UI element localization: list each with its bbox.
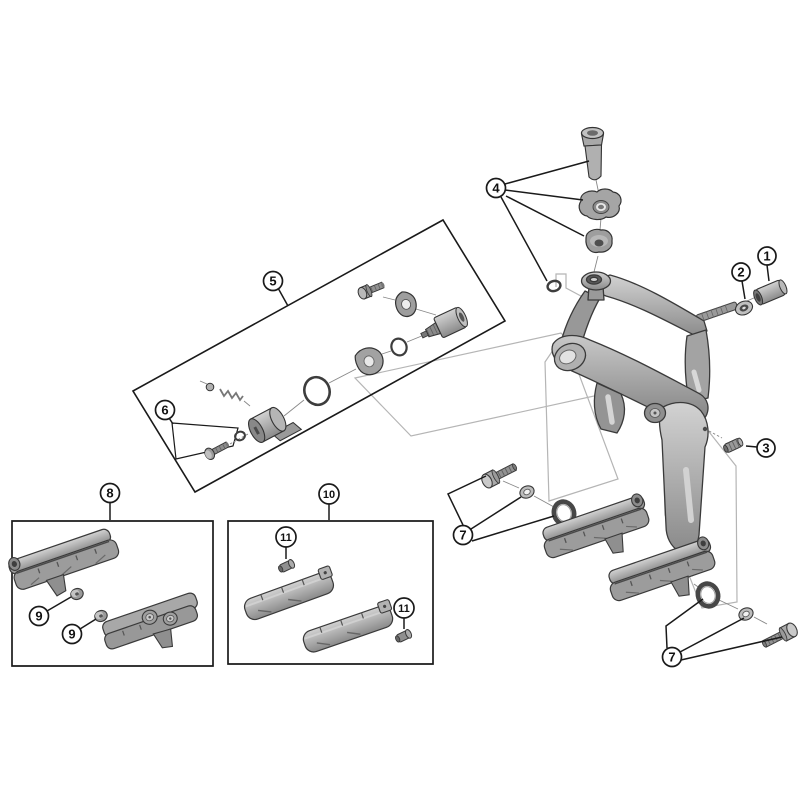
callout-circle: [731, 262, 751, 282]
callout-leader-line: [446, 475, 487, 526]
callout-circle: [275, 526, 297, 548]
brake-caliper-body: [551, 271, 711, 577]
callout-leader-line: [679, 617, 745, 653]
callout-9a: 9: [28, 596, 72, 627]
recessed-nut: [580, 126, 605, 181]
callout-leader-line: [500, 196, 548, 282]
callout-circle: [262, 270, 284, 292]
callout-circle: [757, 246, 777, 266]
callout-circle: [28, 605, 50, 627]
mount-plate: [394, 291, 417, 318]
callout-11b: 11: [393, 597, 415, 629]
group8-contents: [5, 523, 199, 650]
caliper-front-arm: [551, 334, 709, 427]
bolt-6: [204, 441, 230, 461]
barrel-housing: [420, 306, 468, 339]
part4-centerbolt-stack: [546, 126, 622, 293]
caliper-left-pad-slot: [605, 394, 615, 425]
callout-leader-line: [470, 496, 522, 530]
caliper-slot-upper: [691, 369, 702, 393]
callout-circle: [756, 438, 776, 458]
callout-4: 4: [485, 160, 590, 282]
o-ring-mid: [390, 337, 408, 357]
callout-leader-line: [79, 618, 97, 630]
callout-circle: [318, 483, 340, 505]
tri-washer: [354, 347, 384, 376]
caliper-screw-hole: [702, 426, 708, 432]
pad-set-8-lower: [102, 592, 199, 650]
callout-1: 1: [757, 246, 777, 282]
callout-number: 4: [492, 181, 500, 196]
callout-leader-line: [504, 160, 590, 185]
adjust-nut-round: [585, 228, 613, 254]
callout-leader-line: [505, 195, 585, 237]
group8-box: [11, 520, 214, 667]
caliper-right-pad-slot: [683, 467, 694, 523]
caliper-arm-bridge: [684, 329, 711, 403]
o-ring-big: [303, 375, 331, 407]
callout-number: 5: [269, 274, 276, 289]
callout-leader-line: [680, 636, 783, 661]
part6-group: [204, 430, 246, 461]
group10-box: [227, 520, 434, 665]
adjust-nut-square: [578, 188, 622, 221]
callout-number: 9: [35, 609, 42, 624]
callout-circle: [661, 646, 683, 668]
callout-9b: 9: [61, 618, 97, 645]
part5-adjuster-assembly: [205, 281, 468, 443]
callout-circle: [393, 597, 415, 619]
callout-number: 8: [106, 486, 113, 501]
link-bracket-center-bolt: [555, 273, 595, 304]
callout-number: 7: [668, 650, 675, 665]
callout-circle: [485, 177, 507, 199]
callout-circle: [61, 623, 83, 645]
callout-7a: 7: [446, 475, 555, 546]
callout-6: 6: [154, 399, 176, 425]
assembly-axis-lines: [199, 179, 768, 625]
callout-number: 7: [459, 528, 466, 543]
group-outlines: [11, 218, 507, 667]
group6-quad: [171, 422, 239, 460]
part2-washer: [734, 300, 754, 316]
group5-parallelogram: [131, 218, 507, 494]
part3-set-screw: [723, 437, 744, 453]
o-ring-6: [234, 430, 246, 442]
callout-number: 2: [737, 265, 744, 280]
callout-7b: 7: [661, 598, 783, 668]
callout-leader-line: [741, 280, 746, 300]
callout-3: 3: [745, 438, 776, 458]
caliper-front-boss: [553, 342, 587, 372]
adjuster-bolt: [357, 281, 385, 300]
caliper-pivot-bolt: [643, 402, 667, 424]
callout-circle: [154, 399, 176, 421]
callout-leader-line: [665, 598, 704, 649]
cam-drum: [248, 406, 303, 443]
callout-8: 8: [99, 482, 121, 520]
callout-number: 3: [762, 441, 769, 456]
callout-number: 10: [323, 489, 335, 501]
callout-leader-line: [766, 264, 770, 282]
callout-number: 1: [763, 249, 770, 264]
callout-number: 6: [161, 403, 168, 418]
steel-ball: [205, 382, 215, 392]
callout-number: 11: [280, 532, 292, 544]
callout-10: 10: [318, 483, 340, 520]
callout-11a: 11: [275, 526, 297, 559]
callout-circle: [452, 524, 474, 546]
callout-leader-line: [504, 189, 584, 201]
callout-number: 11: [398, 603, 410, 615]
callout-leader-line: [471, 515, 555, 542]
callout-leader-line: [277, 287, 289, 307]
part1-pivot-sleeve-nut: [753, 279, 788, 306]
callout-leader-line: [46, 596, 72, 612]
caliper-top-boss: [580, 271, 612, 301]
callout-2: 2: [731, 262, 751, 300]
callout-circle: [99, 482, 121, 504]
callout-5: 5: [262, 270, 289, 307]
callout-number: 9: [68, 627, 75, 642]
o-ring-small: [546, 279, 562, 293]
spring: [219, 388, 244, 402]
callout-leader-line: [745, 445, 758, 448]
